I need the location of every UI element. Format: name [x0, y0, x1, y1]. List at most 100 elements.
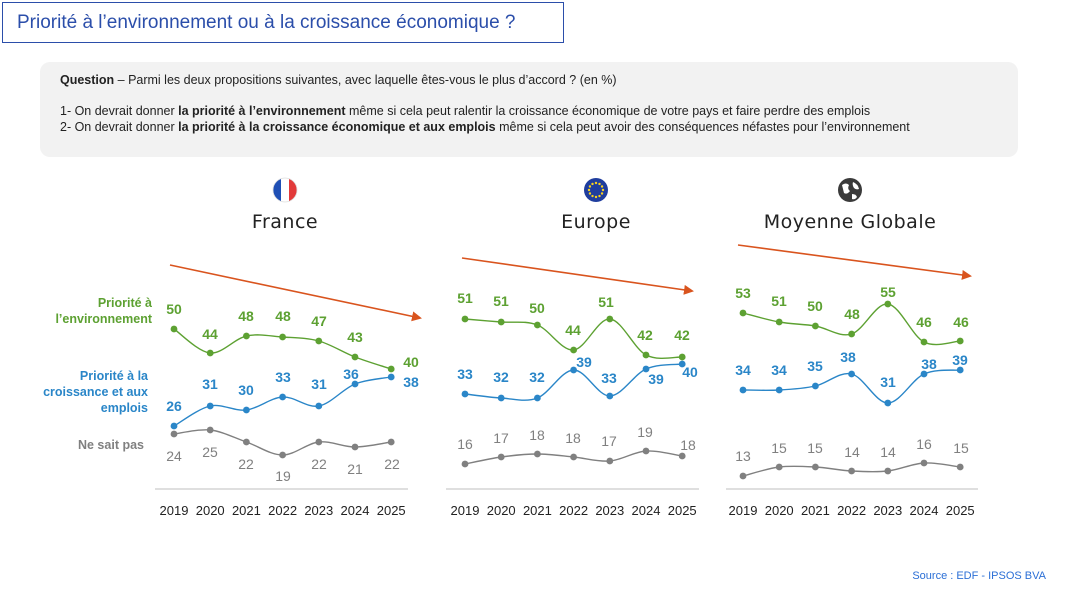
trend-arrow: [169, 264, 422, 322]
source-note: Source : EDF - IPSOS BVA: [912, 570, 1046, 582]
x-tick-label: 2022: [837, 503, 866, 518]
data-label-growth: 36: [343, 366, 359, 382]
row-label-environment-line-2: l’environnement: [55, 312, 152, 326]
data-point-growth: [534, 394, 541, 402]
data-label-environment: 43: [347, 329, 363, 345]
data-label-environment: 51: [457, 290, 473, 306]
data-label-dont-know: 15: [771, 440, 787, 456]
x-tick-label: 2023: [595, 503, 624, 518]
data-point-environment: [920, 338, 928, 346]
data-point-environment: [170, 325, 178, 333]
data-point-dont-know: [606, 457, 614, 465]
option-2-suffix: même si cela peut avoir des conséquences…: [495, 120, 910, 134]
data-label-growth: 33: [601, 370, 617, 386]
option-1-suffix: même si cela peut ralentir la croissance…: [345, 104, 871, 118]
x-tick-label: 2020: [765, 503, 794, 518]
data-point-environment: [279, 333, 286, 341]
x-tick-label: 2021: [801, 503, 830, 518]
data-point-growth: [243, 406, 250, 414]
data-point-dont-know: [387, 438, 395, 446]
data-point-environment: [534, 321, 541, 329]
question-panel: Question – Parmi les deux propositions s…: [40, 62, 1018, 157]
data-point-environment: [351, 353, 359, 361]
data-point-dont-know: [678, 452, 686, 460]
data-label-dont-know: 14: [880, 444, 896, 460]
data-label-environment: 53: [735, 285, 751, 301]
option-1: 1- On devrait donner la priorité à l’env…: [60, 103, 998, 119]
data-label-environment: 51: [598, 294, 614, 310]
data-label-dont-know: 16: [916, 436, 932, 452]
option-2: 2- On devrait donner la priorité à la cr…: [60, 119, 998, 135]
x-tick-label: 2019: [451, 503, 480, 518]
data-point-environment: [678, 353, 686, 361]
data-point-environment: [315, 337, 323, 345]
globe-icon: [838, 178, 862, 202]
option-2-bold: la priorité à la croissance économique e…: [178, 120, 496, 134]
data-label-growth: 38: [840, 349, 856, 365]
question-line: Question – Parmi les deux propositions s…: [60, 72, 998, 88]
x-tick-label: 2023: [873, 503, 902, 518]
data-point-dont-know: [315, 438, 323, 446]
data-point-growth: [279, 393, 286, 401]
data-point-dont-know: [243, 438, 250, 446]
data-point-environment: [956, 337, 964, 345]
data-label-environment: 55: [880, 284, 896, 300]
x-tick-label: 2024: [632, 503, 661, 518]
data-label-growth: 35: [807, 358, 823, 374]
chart-title: France: [252, 211, 318, 233]
data-label-environment: 44: [202, 326, 218, 342]
data-point-environment: [570, 346, 577, 354]
data-point-growth: [775, 386, 783, 394]
data-label-dont-know: 22: [238, 456, 254, 472]
data-label-dont-know: 25: [202, 444, 218, 460]
data-label-environment: 51: [771, 293, 787, 309]
x-tick-label: 2023: [304, 503, 333, 518]
data-label-growth: 33: [457, 366, 473, 382]
data-point-growth: [206, 402, 214, 410]
data-point-environment: [461, 315, 469, 323]
trend-arrow: [737, 244, 972, 280]
data-point-environment: [812, 322, 819, 330]
data-point-growth: [739, 386, 747, 394]
x-tick-label: 2022: [268, 503, 297, 518]
data-label-environment: 51: [493, 293, 509, 309]
data-point-dont-know: [570, 453, 577, 461]
data-label-environment: 48: [275, 308, 291, 324]
question-text: – Parmi les deux propositions suivantes,…: [114, 73, 617, 87]
data-label-growth: 33: [275, 369, 291, 385]
data-point-growth: [678, 360, 686, 368]
x-tick-label: 2019: [160, 503, 189, 518]
data-label-environment: 50: [807, 298, 823, 314]
data-label-environment: 40: [403, 354, 419, 370]
data-label-growth: 38: [403, 374, 419, 390]
data-point-dont-know: [739, 472, 747, 480]
data-point-growth: [956, 366, 964, 374]
data-point-growth: [642, 365, 650, 373]
x-tick-label: 2020: [196, 503, 225, 518]
data-label-growth: 31: [311, 376, 327, 392]
data-point-dont-know: [534, 450, 541, 458]
data-point-dont-know: [956, 463, 964, 471]
data-point-dont-know: [279, 451, 286, 459]
x-tick-label: 2021: [523, 503, 552, 518]
data-label-environment: 48: [844, 306, 860, 322]
data-label-dont-know: 14: [844, 444, 860, 460]
data-label-growth: 38: [921, 356, 937, 372]
data-point-environment: [497, 318, 505, 326]
data-label-dont-know: 22: [311, 456, 327, 472]
data-label-dont-know: 19: [637, 424, 653, 440]
data-label-growth: 31: [202, 376, 218, 392]
data-label-dont-know: 22: [384, 456, 400, 472]
data-label-dont-know: 15: [807, 440, 823, 456]
option-1-prefix: 1- On devrait donner: [60, 104, 179, 118]
data-point-growth: [812, 382, 819, 390]
data-point-environment: [206, 349, 214, 357]
data-point-dont-know: [920, 459, 928, 467]
data-point-growth: [606, 392, 614, 400]
data-point-environment: [387, 365, 395, 373]
data-label-growth: 40: [682, 364, 698, 380]
